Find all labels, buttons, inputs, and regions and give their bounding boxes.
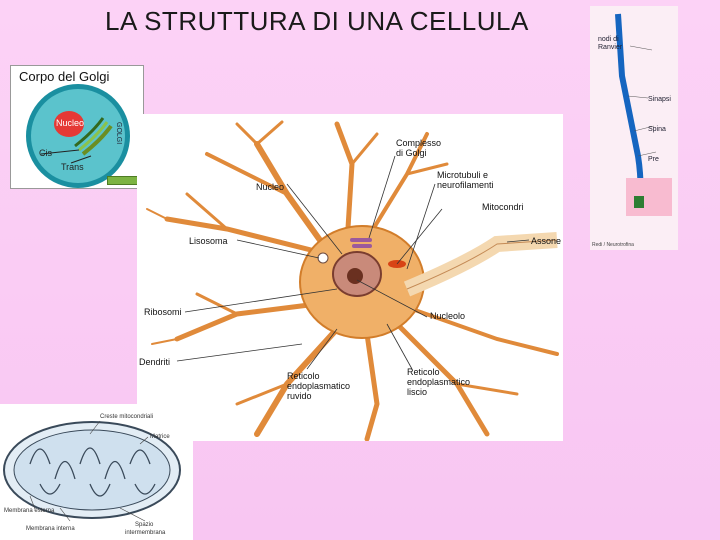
neuron-illustration [146,120,559,441]
mito-label-cristae: Creste mitocondriali [100,414,154,420]
golgi-label-cis: Cis [39,148,52,158]
axon-label-1: nodi di [598,36,619,43]
cis-leader-line [40,149,80,155]
mito-label-outer-membrane: Membrana esterna [4,508,55,514]
mito-label-intermembrane-1: Spazio [135,522,154,528]
label-golgi-complex: Complesso di Golgi [396,138,442,158]
slide-title: LA STRUTTURA DI UNA CELLULA [105,6,529,36]
golgi-illustration [26,84,130,188]
label-rough-er: Reticolo endoplasmatico ruvido [287,371,351,401]
mito-label-matrix: Matrice [150,434,170,440]
dendrites-shape [146,120,559,441]
neuron-diagram-image: Complesso di Golgi Nucleo Microtubuli e … [137,114,563,441]
label-mitochondria: Mitocondri [482,202,524,212]
axon-strip-image: nodi di Ranvier Sinapsi Spina Pre Redi /… [590,6,678,250]
golgi-diagram-image: Corpo del Golgi Nucleo Cis Trans GOLGI [10,65,144,189]
axon-caption: Redi / Neurotrofina [592,242,634,248]
axon-strip-illustration [615,13,672,216]
golgi-complex-shape [350,238,372,248]
label-nucleus: Nucleo [256,182,285,192]
nucleolus-shape [347,268,363,284]
golgi-label-trans: Trans [61,162,84,172]
axon-label-2: Ranvier [598,44,623,51]
golgi-cisterna-1 [81,124,113,156]
golgi-nucleus-shape [54,111,84,137]
label-ribosomes: Ribosomi [144,307,182,317]
golgi-heading: Corpo del Golgi [19,69,110,84]
mitochondrion-illustration [3,420,181,522]
axon-label-4: Spina [648,126,666,133]
golgi-label-nucleus: Nucleo [56,118,85,128]
mito-label-inner-membrane: Membrana interna [26,526,75,532]
trans-leader-line [70,155,92,164]
neuron-leader-lines [176,155,530,370]
mito-label-intermembrane-2: intermembrana [125,530,166,536]
label-lysosome: Lisosoma [189,236,228,246]
mitochondrion-diagram-image: Creste mitocondriali Matrice Membrana es… [0,404,193,540]
label-microtubules: Microtubuli e neurofilamenti [437,170,494,190]
golgi-cisterna-3 [74,117,105,148]
label-dendrites: Dendriti [139,357,171,367]
axon-label-5: Pre [648,156,659,163]
label-smooth-er: Reticolo endoplasmatico liscio [407,367,471,397]
axon-label-3: Sinapsi [648,96,671,103]
golgi-label-vertical: GOLGI [115,122,122,145]
golgi-cisterna-2 [78,121,109,152]
cell-cytoplasm [31,89,125,183]
golgi-credit-badge [107,176,139,185]
label-axon: Assone [531,236,562,246]
label-nucleolus: Nucleolo [430,311,466,321]
